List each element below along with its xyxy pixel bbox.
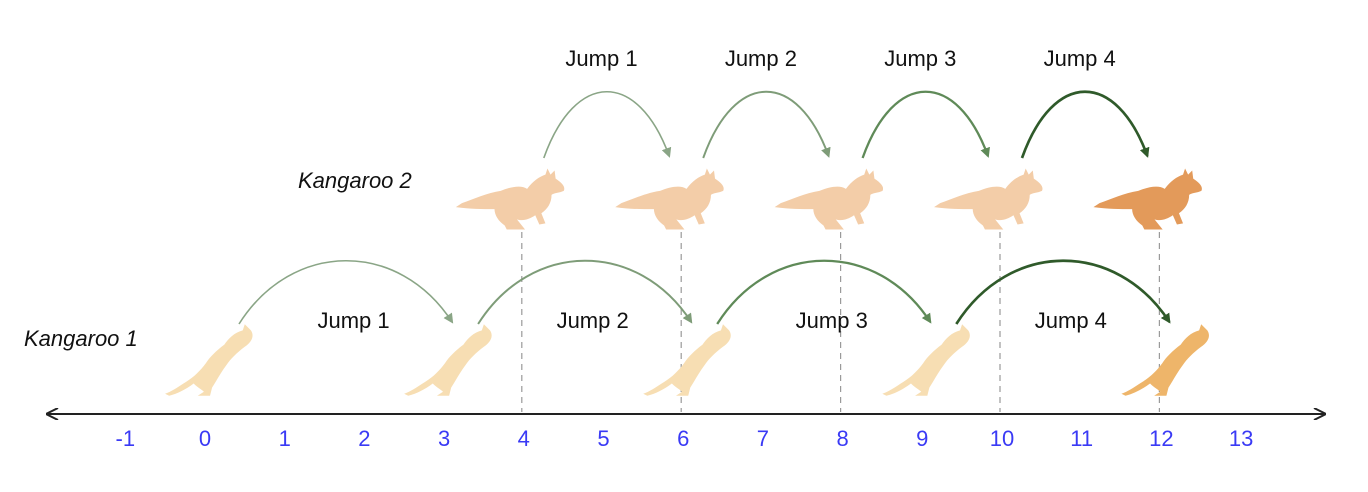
- kangaroo1-jump-arrow: [716, 259, 932, 325]
- kangaroo1-jump-label: Jump 4: [1035, 308, 1107, 333]
- kangaroo1-icon: [165, 324, 253, 396]
- tick-label: 8: [836, 426, 848, 451]
- kangaroo1-label: Kangaroo 1: [24, 326, 138, 351]
- kangaroo1-jump-label: Jump 2: [557, 308, 629, 333]
- tick-label: 13: [1229, 426, 1253, 451]
- tick-label: 6: [677, 426, 689, 451]
- kangaroo1-jump-arrow: [477, 259, 693, 325]
- tick-label: 9: [916, 426, 928, 451]
- kangaroo2-icon: [774, 168, 884, 230]
- tick-label: 5: [597, 426, 609, 451]
- kangaroo2-label: Kangaroo 2: [298, 168, 412, 193]
- jump-arrows: [238, 90, 1171, 325]
- jump-labels: Jump 1 Jump 2 Jump 3 Jump 4 Jump 1 Jump 2 Jump…: [317, 46, 1115, 333]
- kangaroo2-jump-arrow: [543, 90, 672, 159]
- kangaroo2-jump-label: Jump 1: [565, 46, 637, 71]
- tick-label: 4: [518, 426, 530, 451]
- kangaroo1-icon: [1121, 324, 1209, 396]
- kangaroo1-icon: [404, 324, 492, 396]
- kangaroo2-icon: [615, 168, 724, 230]
- tick-label: 10: [990, 426, 1014, 451]
- tick-label: 3: [438, 426, 450, 451]
- kangaroo2-jump-label: Jump 4: [1044, 46, 1116, 71]
- kangaroo2-jump-arrow: [702, 90, 831, 159]
- kangaroo1-icon: [643, 324, 731, 396]
- tick-label: 2: [358, 426, 370, 451]
- tick-label: 0: [199, 426, 211, 451]
- kangaroo2-icon: [934, 168, 1043, 230]
- kangaroo2-jump-arrow: [1020, 90, 1150, 159]
- kangaroo1-jump-arrow: [955, 259, 1171, 325]
- guide-lines: [521, 232, 1161, 412]
- kangaroos: [165, 168, 1209, 396]
- tick-label: 7: [757, 426, 769, 451]
- kangaroo2-jump-label: Jump 2: [725, 46, 797, 71]
- kangaroo1-icon: [882, 324, 970, 396]
- tick-label: 11: [1070, 426, 1093, 451]
- kangaroo2-icon: [455, 168, 565, 230]
- kangaroo2-jump-label: Jump 3: [884, 46, 956, 71]
- tick-label: 1: [279, 426, 291, 451]
- tick-label: 12: [1149, 426, 1173, 451]
- kangaroo2-icon: [1093, 168, 1202, 230]
- kangaroo1-jump-label: Jump 1: [317, 308, 389, 333]
- tick-label: -1: [116, 426, 136, 451]
- kangaroo1-jump-label: Jump 3: [796, 308, 868, 333]
- kangaroo2-jump-arrow: [861, 90, 990, 159]
- kangaroo1-jump-arrow: [238, 259, 454, 325]
